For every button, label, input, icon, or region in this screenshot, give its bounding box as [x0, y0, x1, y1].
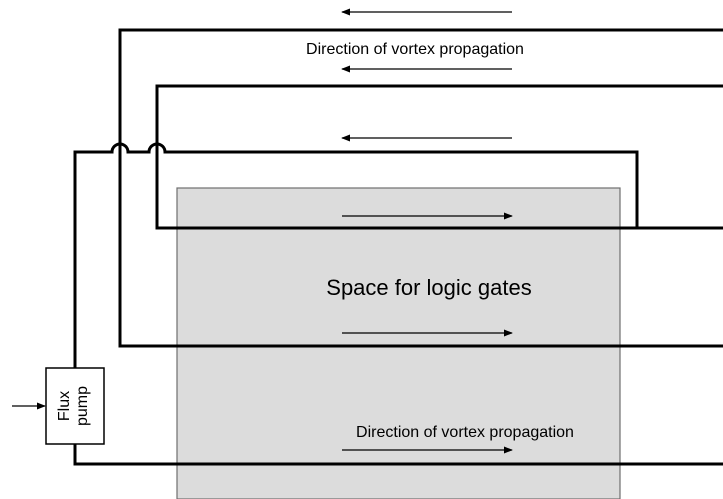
bottom-direction-label: Direction of vortex propagation: [356, 424, 574, 441]
outer-loop-wire: [118, 28, 723, 348]
flux-pump-label-line1: Flux: [56, 391, 73, 421]
top-direction-label: Direction of vortex propagation: [306, 41, 524, 58]
pump-loop-wire: [73, 142, 639, 368]
flux-pump-box: [45, 367, 105, 445]
flux-pump-label-line2: pump: [74, 386, 91, 426]
logic-area-label: Space for logic gates: [326, 275, 531, 300]
logic-gate-area: [176, 187, 621, 499]
middle-loop-wire: [155, 84, 723, 230]
